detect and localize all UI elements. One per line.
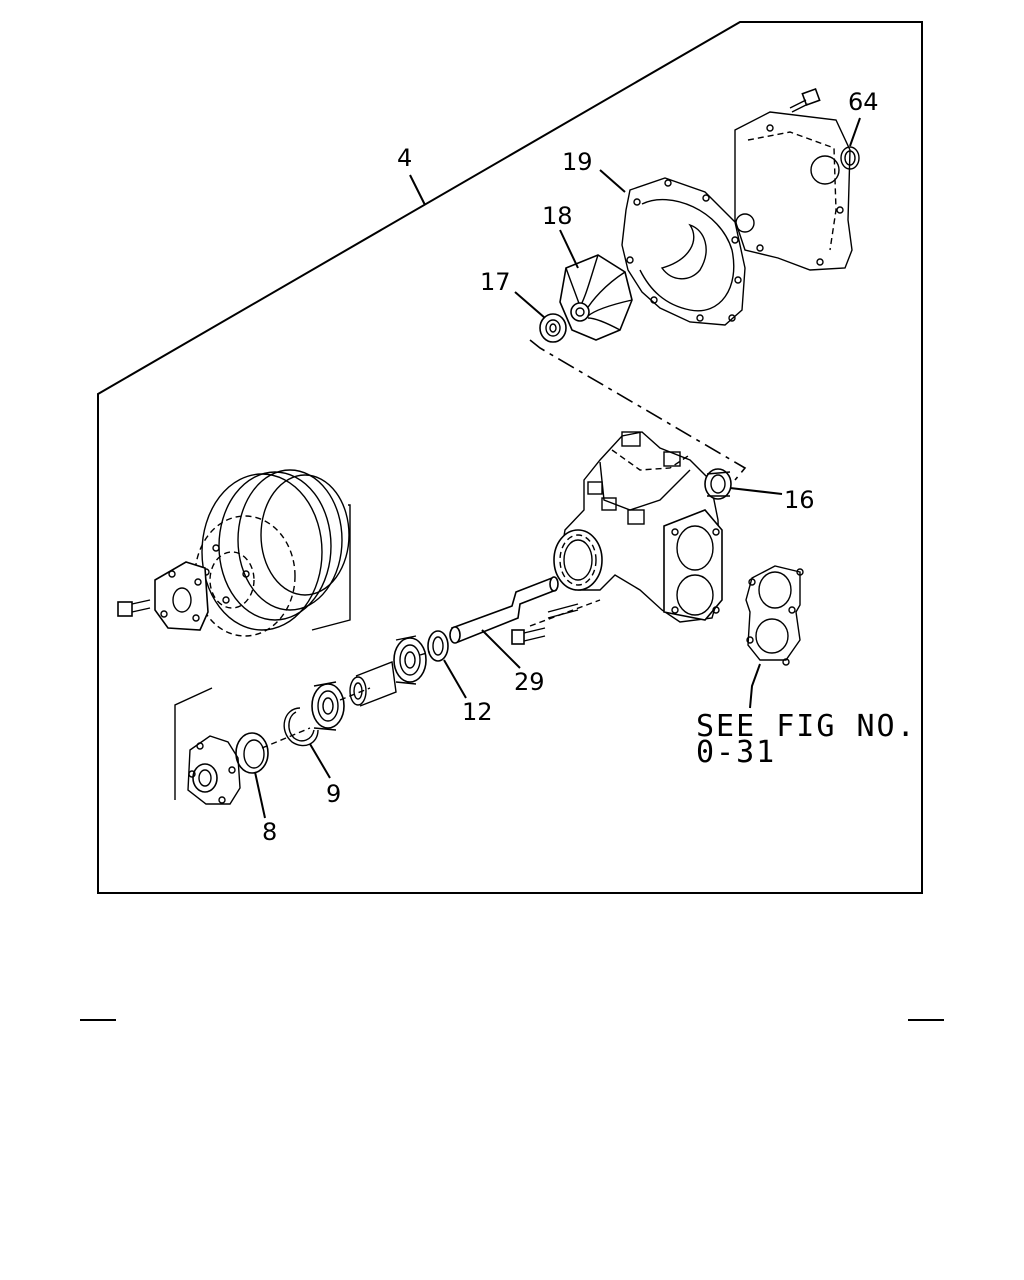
snap-ring-9: [283, 707, 319, 747]
leader-see-fig: [749, 663, 761, 709]
leader-9: [309, 743, 331, 779]
assembly-line-upper: [529, 339, 747, 481]
leader-19: [599, 169, 626, 193]
shaft-29: [449, 576, 559, 644]
callout-64: 64: [848, 88, 879, 116]
callout-29: 29: [514, 668, 545, 696]
callout-17: 17: [480, 268, 511, 296]
callout-19: 19: [562, 148, 593, 176]
callout-18: 18: [542, 202, 573, 230]
callout-12: 12: [462, 698, 493, 726]
leader-16: [729, 487, 783, 495]
see-fig-number: 0-31: [696, 735, 776, 770]
pump-housing: [553, 431, 723, 623]
bracket-front: [174, 687, 213, 800]
washer-12: [427, 630, 449, 662]
gasket-19: [621, 177, 746, 326]
bearing-right: [393, 635, 427, 685]
pulley: [194, 469, 351, 637]
hex-bolt: [511, 627, 546, 645]
leader-64: [849, 117, 861, 147]
callout-4: 4: [397, 144, 412, 172]
callout-9: 9: [326, 780, 341, 808]
see-fig-label: SEE FIG NO.: [696, 709, 917, 744]
rear-cover-plate: [734, 111, 853, 271]
impeller-18: [559, 254, 633, 341]
callout-8: 8: [262, 818, 277, 846]
pulley-bolt: [117, 599, 151, 617]
pulley-flange: [154, 561, 209, 631]
callout-16: 16: [784, 486, 815, 514]
seal-17: [539, 313, 567, 343]
leader-17: [514, 291, 546, 319]
assembly-frame: [97, 21, 923, 894]
stud-bolt: [529, 599, 601, 627]
hub-flange: [187, 735, 241, 805]
leader-12: [443, 659, 467, 699]
o-ring-64: [840, 146, 860, 170]
seal-16: [704, 468, 732, 500]
leader-8: [254, 771, 266, 819]
assembly-line-lower: [261, 651, 431, 749]
leader-4: [409, 174, 426, 206]
bearing-left: [311, 681, 345, 731]
leader-18: [559, 229, 579, 269]
outlet-gasket: [745, 565, 804, 666]
spacer: [349, 661, 397, 707]
seal-8: [235, 732, 269, 774]
leader-29: [481, 629, 521, 669]
cover-bolt: [789, 87, 821, 113]
